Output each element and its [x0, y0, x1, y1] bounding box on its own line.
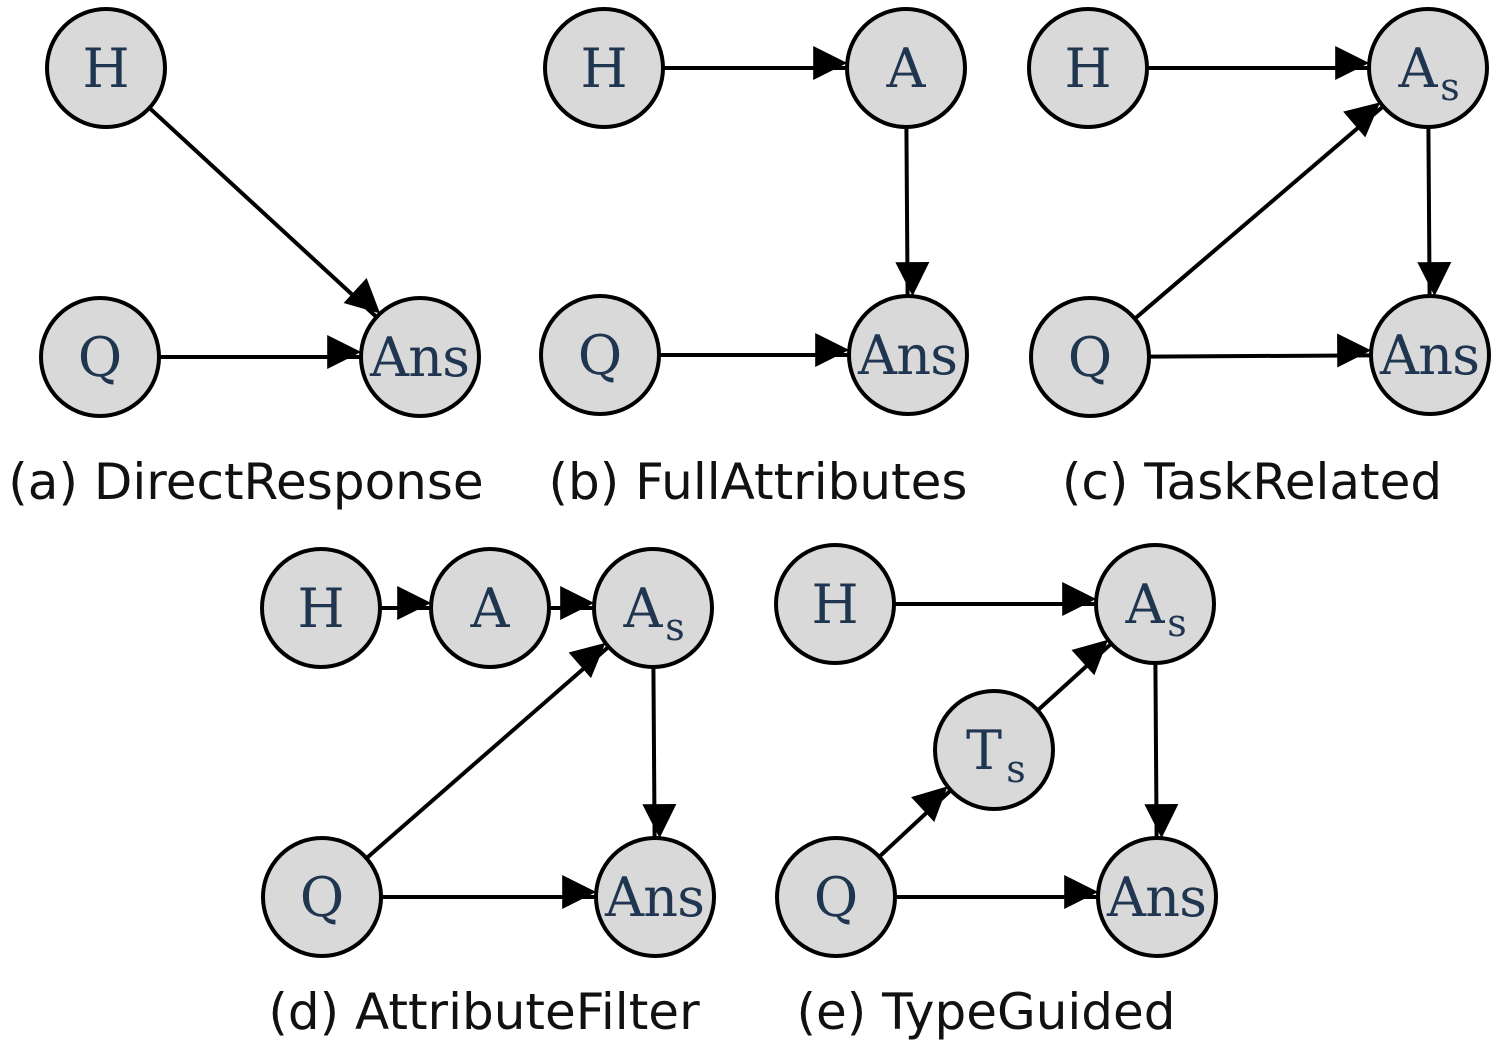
node-label: H [297, 577, 344, 640]
node-circle [1369, 294, 1491, 416]
node-circle [1027, 7, 1149, 129]
edge-as-to-ans [1417, 126, 1452, 297]
node-subscript: s [1440, 65, 1460, 109]
node-label: H [1064, 37, 1111, 100]
node-ans: Ans [847, 294, 969, 416]
node-h: H [45, 7, 167, 129]
caption-b: (b) FullAttributes [549, 453, 968, 511]
node-h: H [774, 543, 896, 665]
node-circle [774, 543, 896, 665]
node-label: Q [814, 866, 858, 929]
edge-q-to-ans [1148, 333, 1372, 368]
node-circle [45, 7, 167, 129]
node-circle [429, 547, 551, 669]
node-h: H [543, 7, 665, 129]
node-a: A [845, 7, 967, 129]
node-ans: Ans [1369, 294, 1491, 416]
node-circle [543, 7, 665, 129]
diagram-b: H A Q Ans (b) FullAttributes [539, 7, 969, 511]
node-label: A [1125, 573, 1166, 636]
node-a: A [429, 547, 551, 669]
edge-a-to-ans [895, 126, 930, 297]
node-circle [261, 836, 383, 958]
caption-e: (e) TypeGuided [796, 983, 1175, 1041]
node-circle [359, 296, 481, 418]
node-circle [933, 689, 1055, 811]
node-circle [1096, 836, 1218, 958]
caption-c: (c) TaskRelated [1062, 453, 1442, 511]
node-circle [847, 294, 969, 416]
node-label: A [470, 577, 511, 640]
node-h: H [260, 547, 382, 669]
edge-ts-to-as [1036, 639, 1112, 712]
node-label: Q [578, 324, 622, 387]
diagram-a: H Q Ans (a) DirectResponse [8, 7, 484, 511]
node-q: Q [775, 836, 897, 958]
node-label: H [82, 37, 129, 100]
node-label: Q [78, 326, 122, 389]
node-label: Q [1068, 326, 1112, 389]
node-q: Q [39, 296, 161, 418]
node-label: A [623, 577, 664, 640]
edge-as-to-ans [1144, 662, 1179, 839]
edge-q-to-ts [877, 786, 952, 859]
edge-as-to-ans [642, 666, 677, 839]
node-subscript: s [1006, 747, 1026, 791]
node-circle [539, 294, 661, 416]
node-circle [775, 836, 897, 958]
node-ans: Ans [359, 296, 481, 418]
node-label: H [811, 573, 858, 636]
node-circle [592, 547, 714, 669]
caption-d: (d) AttributeFilter [268, 983, 700, 1041]
caption-a: (a) DirectResponse [8, 453, 483, 511]
node-circle [845, 7, 967, 129]
edge-h-to-ans [148, 106, 381, 318]
node-circle [1094, 543, 1216, 665]
node-label: Ans [369, 326, 470, 389]
node-label: T [966, 719, 1002, 782]
node-circle [260, 547, 382, 669]
node-circle [1029, 296, 1151, 418]
node-h: H [1027, 7, 1149, 129]
node-subscript: s [665, 605, 685, 649]
edge-q-to-as [365, 642, 610, 860]
node-subscript: s [1167, 601, 1187, 645]
node-label: Ans [857, 324, 958, 387]
node-ans: Ans [1096, 836, 1218, 958]
node-label: A [886, 37, 927, 100]
edge-q-to-as [1133, 102, 1384, 321]
node-ans: Ans [594, 836, 716, 958]
node-label: Q [300, 866, 344, 929]
node-label: Ans [1379, 324, 1480, 387]
node-q: Q [1029, 296, 1151, 418]
node-label: Ans [1106, 866, 1207, 929]
node-q: Q [261, 836, 383, 958]
node-label: A [1398, 37, 1439, 100]
node-label: Ans [604, 866, 705, 929]
node-q: Q [539, 294, 661, 416]
node-label: H [580, 37, 627, 100]
node-circle [594, 836, 716, 958]
node-circle [39, 296, 161, 418]
node-circle [1367, 7, 1489, 129]
